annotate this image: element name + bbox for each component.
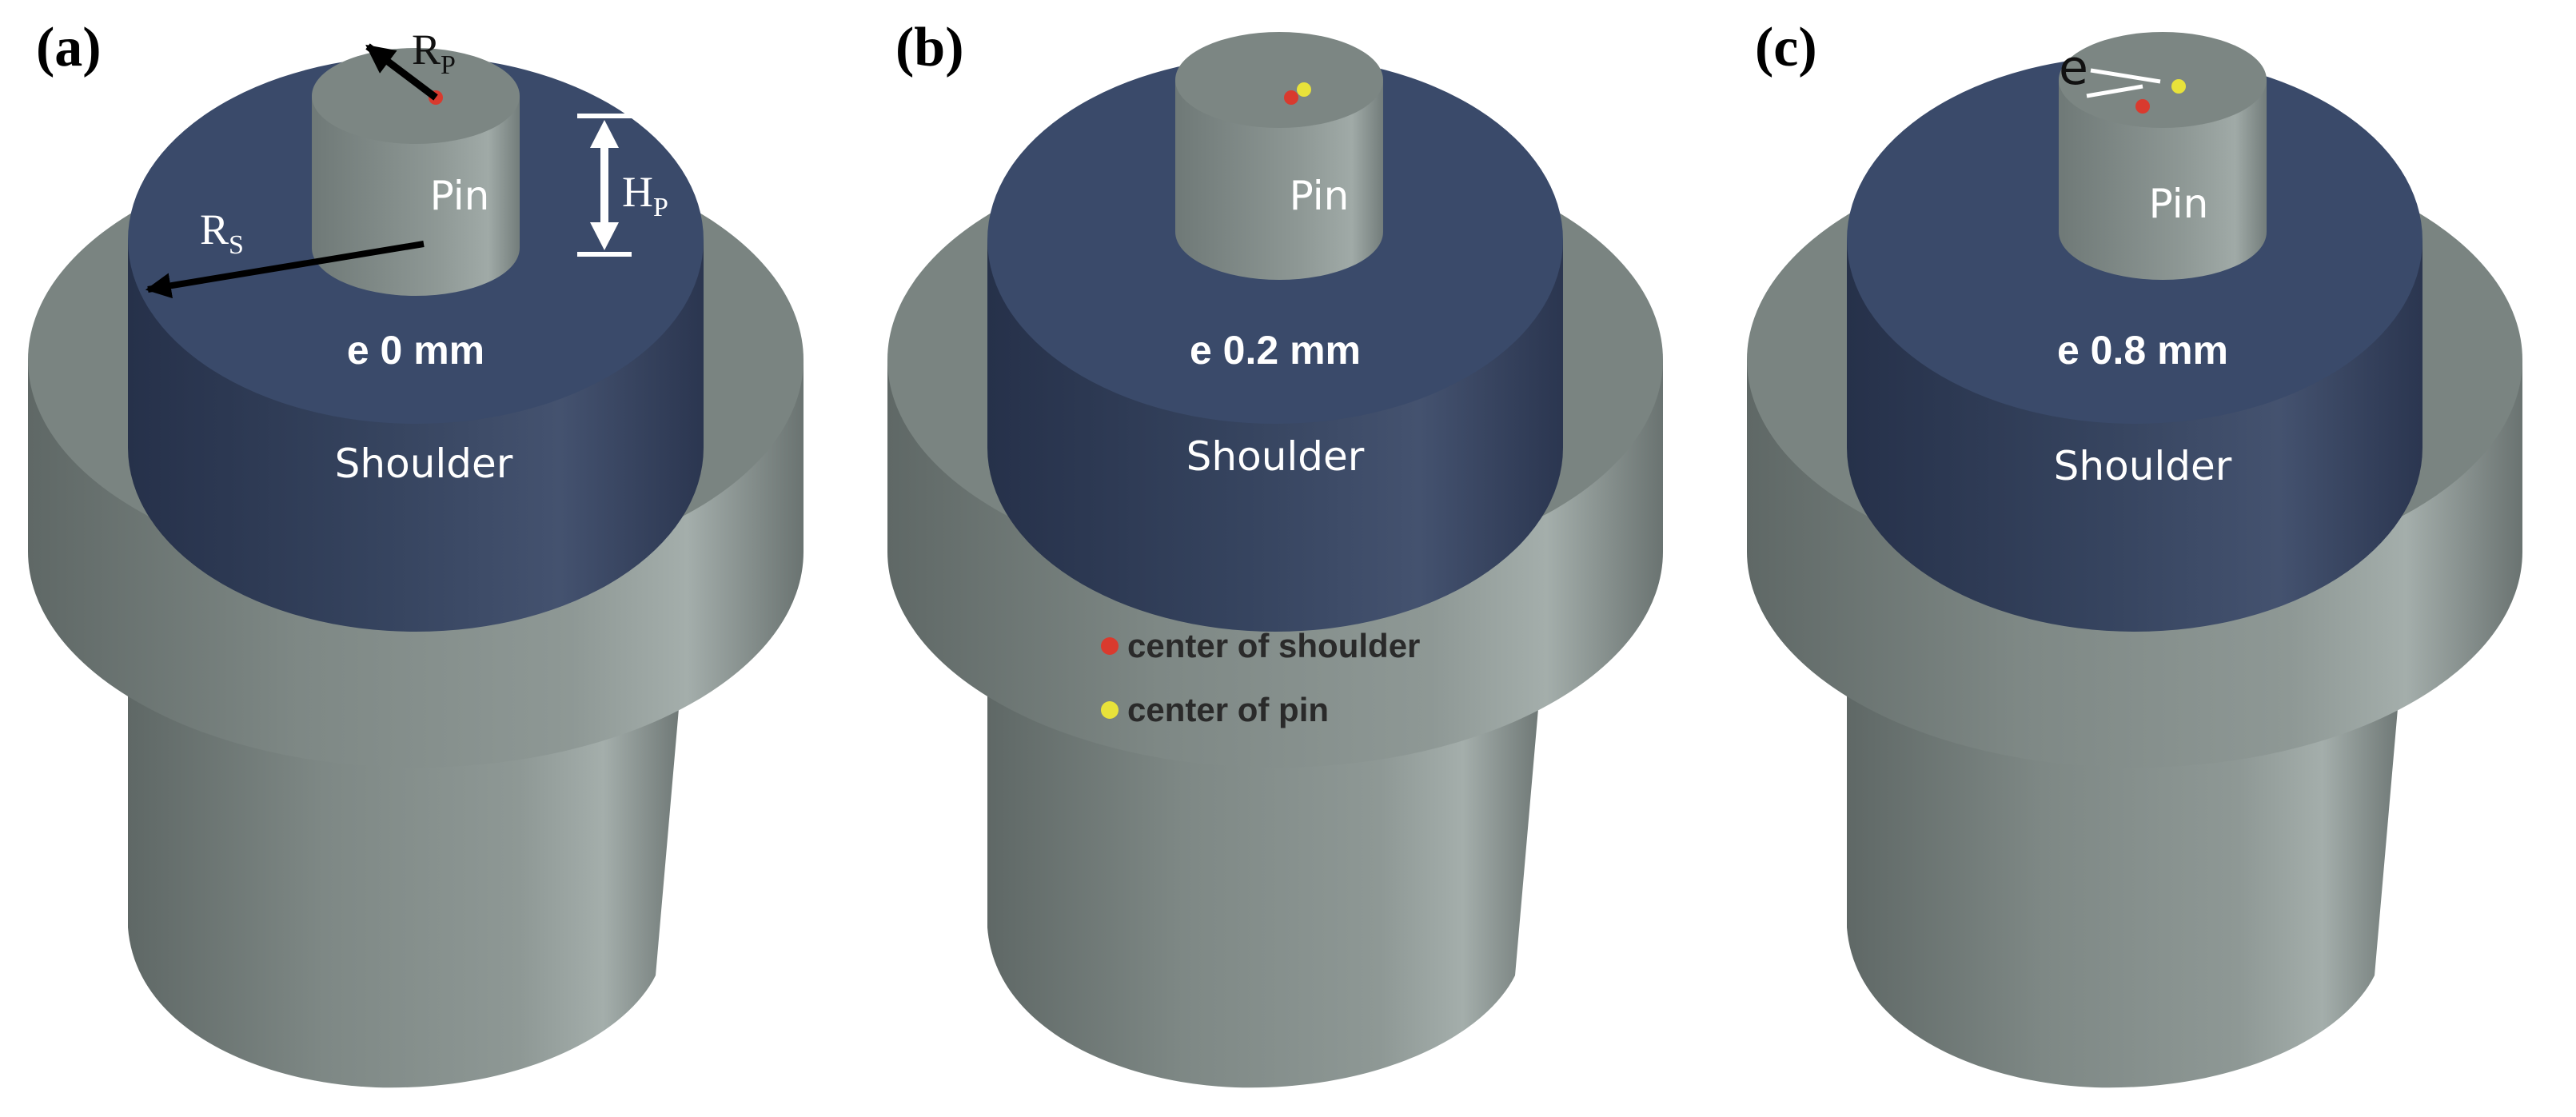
panel-label-a: (a) bbox=[36, 17, 102, 78]
eccentricity-label: e 0 mm bbox=[347, 328, 484, 373]
panel-label-c: (c) bbox=[1755, 17, 1817, 78]
panel-b: (b) Pin e 0.2 mm Shoulder center of shou… bbox=[887, 17, 1663, 1088]
svg-text:RP: RP bbox=[412, 26, 456, 80]
svg-text:HP: HP bbox=[622, 168, 668, 222]
panel-a: RP RS HP (a) Pin e 0 mm Shoulder bbox=[28, 17, 804, 1088]
pin-center-dot bbox=[2171, 79, 2186, 94]
legend-pin-text: center of pin bbox=[1127, 691, 1329, 728]
legend-pin-swatch bbox=[1101, 701, 1119, 719]
pin-center-dot bbox=[1297, 82, 1311, 97]
shoulder-center-dot bbox=[1284, 90, 1298, 105]
svg-text:RS: RS bbox=[200, 205, 244, 260]
shoulder-label: Shoulder bbox=[335, 441, 513, 487]
shoulder-label: Shoulder bbox=[2054, 443, 2232, 489]
panel-label-b: (b) bbox=[895, 17, 964, 78]
legend-shoulder-swatch bbox=[1101, 637, 1119, 655]
shoulder-center-dot bbox=[2135, 99, 2150, 114]
eccentricity-label: e 0.2 mm bbox=[1190, 328, 1361, 373]
pin-label: Pin bbox=[1290, 173, 1350, 219]
panel-c: e (c) Pin e 0.8 mm Shoulder bbox=[1747, 17, 2522, 1088]
eccentricity-e-label: e bbox=[2059, 40, 2088, 96]
pin-label: Pin bbox=[2149, 181, 2209, 227]
pin-label: Pin bbox=[430, 173, 490, 219]
legend: center of shoulder center of pin bbox=[1101, 627, 1420, 728]
legend-shoulder-text: center of shoulder bbox=[1127, 627, 1420, 664]
shoulder-label: Shoulder bbox=[1186, 433, 1365, 480]
eccentricity-label: e 0.8 mm bbox=[2057, 328, 2228, 373]
